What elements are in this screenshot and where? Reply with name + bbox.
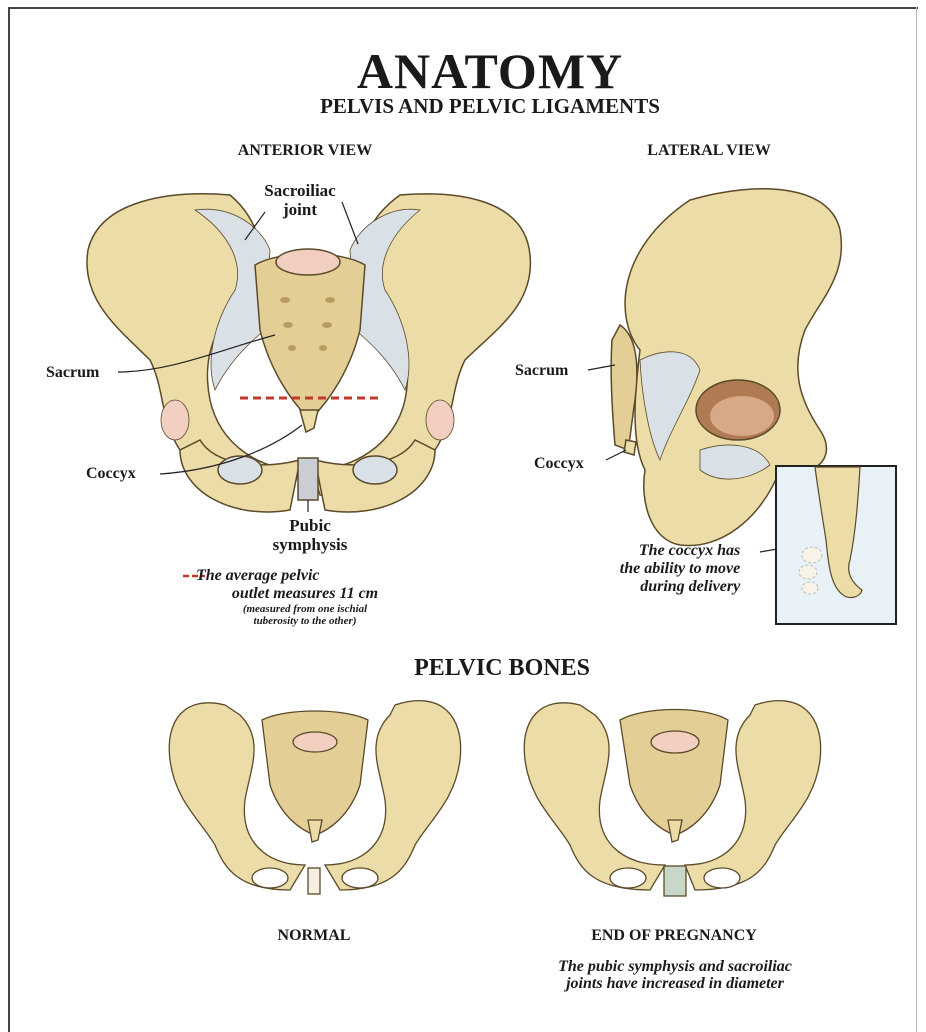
normal-sacrum: [262, 711, 368, 835]
outlet-note-line2: outlet measures 11 cm: [232, 585, 378, 603]
outlet-note-line4: tuberosity to the other): [254, 615, 357, 627]
anterior-sacrum-label: Sacrum: [46, 364, 99, 382]
outlet-note-line1: The average pelvic: [196, 567, 320, 585]
anterior-pubic-symphysis: [298, 458, 318, 500]
normal-sacral-disc: [293, 732, 337, 752]
anterior-sacral-disc: [276, 249, 340, 275]
pregnancy-pelvis-illustration: [524, 701, 820, 896]
pregnancy-note-line2: joints have increased in diameter: [558, 975, 792, 992]
end-of-pregnancy-label: END OF PREGNANCY: [591, 927, 757, 945]
pubic-symphysis-label: Pubic symphysis: [273, 516, 348, 554]
normal-right-obturator: [342, 868, 378, 888]
anterior-left-obturator: [218, 456, 262, 484]
pregnancy-sacrum: [620, 710, 728, 836]
pregnancy-note-line1: The pubic symphysis and sacroiliac: [558, 958, 792, 975]
normal-label: NORMAL: [278, 927, 351, 945]
lateral-view-heading: LATERAL VIEW: [647, 142, 770, 160]
lateral-sacrum: [611, 325, 637, 450]
coccyx-note-line2: the ability to move: [620, 560, 740, 578]
coccyx-note-line1: The coccyx has: [620, 542, 740, 560]
sacroiliac-label-line2: joint: [264, 200, 335, 219]
lateral-sacrum-label: Sacrum: [515, 362, 568, 380]
anterior-pelvis-illustration: [87, 194, 530, 512]
normal-left-obturator: [252, 868, 288, 888]
pregnancy-sacral-disc: [651, 731, 699, 753]
pelvic-bones-heading: PELVIC BONES: [414, 655, 590, 682]
sacroiliac-joint-label: Sacroiliac joint: [264, 181, 335, 219]
anterior-view-heading: ANTERIOR VIEW: [238, 142, 372, 160]
sacroiliac-label-line1: Sacroiliac: [264, 181, 335, 200]
pregnancy-pubic-symphysis: [664, 866, 686, 896]
anterior-right-acetabulum: [426, 400, 454, 440]
anterior-coccyx-label: Coccyx: [86, 465, 136, 483]
lateral-acetabulum-inner: [710, 396, 774, 436]
anterior-sacrum: [255, 254, 365, 420]
normal-pubic-symphysis: [308, 868, 320, 894]
pubic-label-line1: Pubic: [273, 516, 348, 535]
coccyx-movement-note: The coccyx has the ability to move durin…: [620, 542, 740, 596]
lateral-coccyx-label: Coccyx: [534, 455, 584, 473]
outlet-note-line3: (measured from one ischial: [243, 603, 367, 615]
normal-pelvis-illustration: [169, 701, 460, 894]
anterior-left-acetabulum: [161, 400, 189, 440]
pregnancy-right-obturator: [704, 868, 740, 888]
lateral-coccyx: [624, 440, 636, 455]
coccyx-inset: [776, 466, 896, 624]
pubic-label-line2: symphysis: [273, 535, 348, 554]
anterior-right-obturator: [353, 456, 397, 484]
pregnancy-coccyx: [668, 820, 682, 842]
pregnancy-left-obturator: [610, 868, 646, 888]
normal-coccyx: [308, 820, 322, 842]
pregnancy-note: The pubic symphysis and sacroiliac joint…: [558, 958, 792, 992]
page-title: ANATOMY: [357, 42, 623, 100]
coccyx-note-line3: during delivery: [620, 578, 740, 596]
leader-sacroiliac-right: [342, 202, 358, 244]
anterior-coccyx: [300, 410, 318, 432]
page-subtitle: PELVIS AND PELVIC LIGAMENTS: [320, 94, 660, 119]
leader-coccyx-lateral: [606, 450, 626, 460]
